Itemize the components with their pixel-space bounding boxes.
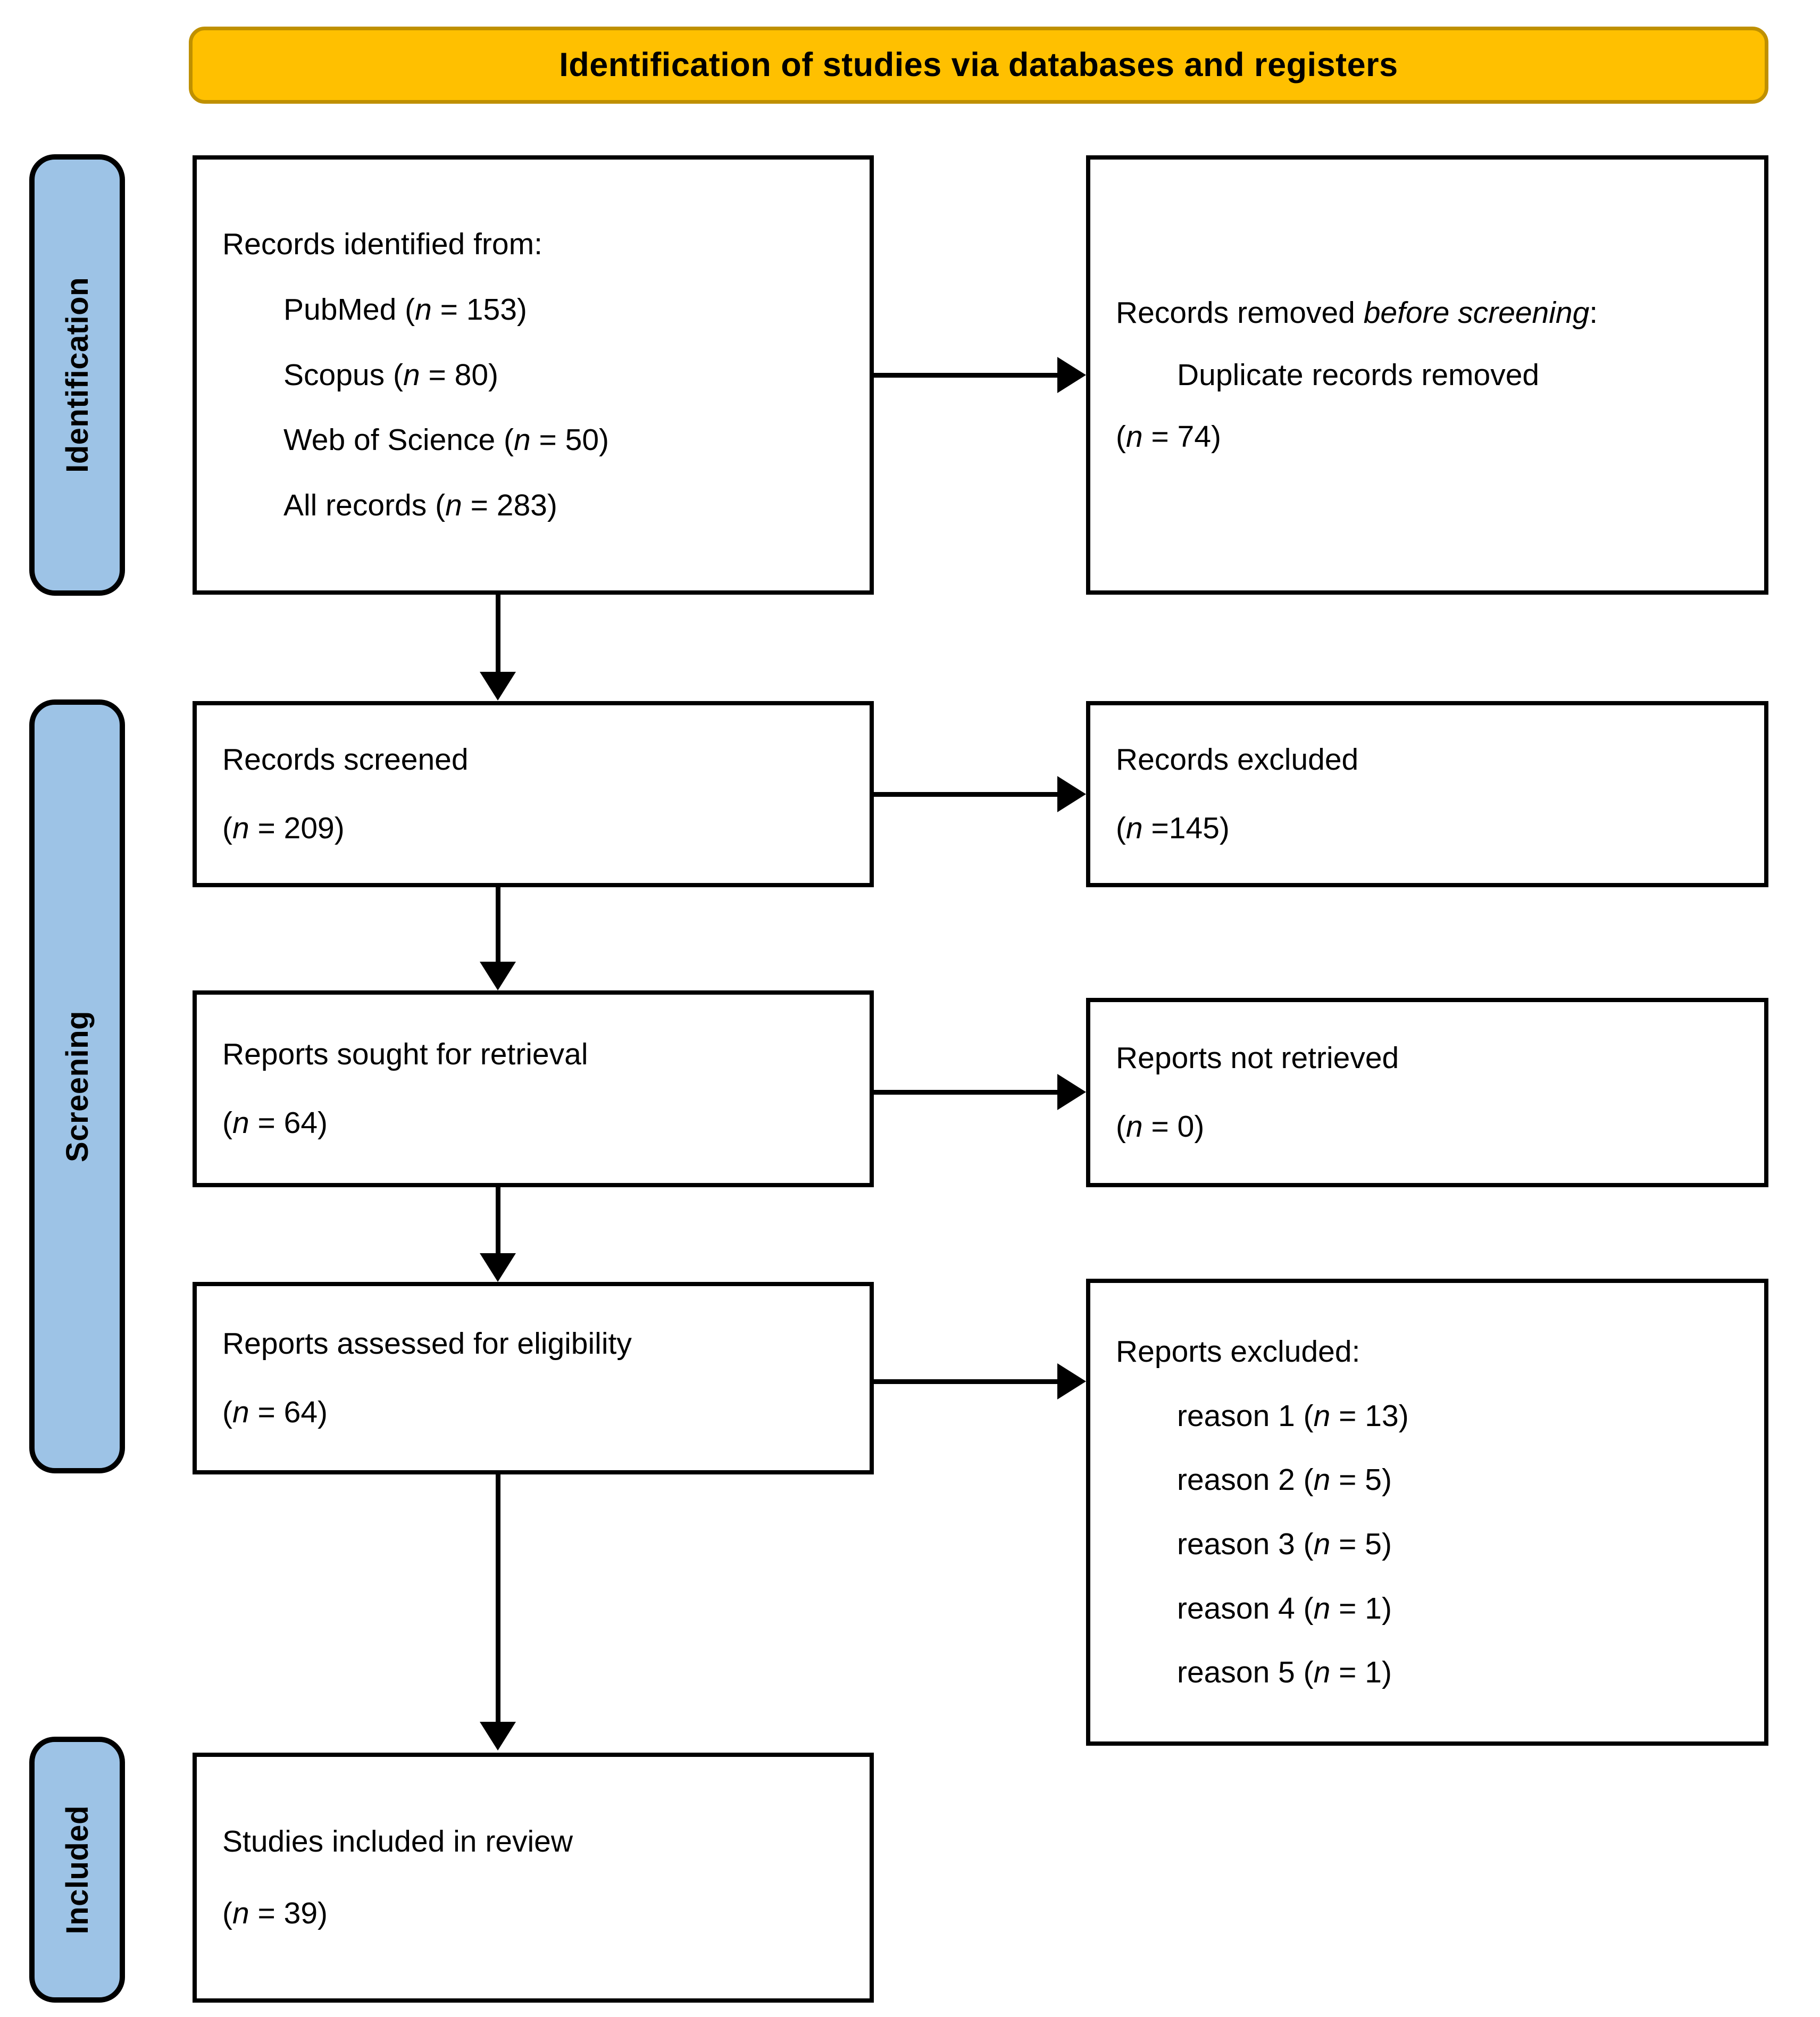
studies-included-count: (n = 39) bbox=[222, 1896, 328, 1930]
connector-identified-to-screened bbox=[496, 595, 500, 672]
stage-label-identification-text: Identification bbox=[60, 277, 95, 473]
n-italic: n bbox=[232, 1395, 249, 1429]
box-reports-excluded-reasons: Reports excluded: reason 1 (n = 13) reas… bbox=[1086, 1279, 1768, 1746]
n-italic: n bbox=[1313, 1398, 1331, 1433]
reports-not-retrieved-title: Reports not retrieved bbox=[1116, 1041, 1399, 1076]
n-italic: n bbox=[1313, 1463, 1331, 1497]
records-identified-source-wos: Web of Science (n = 50) bbox=[222, 417, 844, 463]
n-italic: n bbox=[415, 293, 432, 327]
source-wos-label: Web of Science ( bbox=[283, 423, 514, 457]
reports-excluded-reason-5: reason 5 (n = 1) bbox=[1177, 1655, 1392, 1690]
arrowhead-assessed-to-included bbox=[480, 1722, 516, 1751]
connector-identified-to-removed bbox=[874, 373, 1057, 378]
records-removed-heading-italic: before screening bbox=[1363, 296, 1590, 330]
n-italic: n bbox=[403, 357, 420, 392]
n-italic: n bbox=[232, 1106, 249, 1140]
stage-label-screening: Screening bbox=[29, 699, 125, 1473]
records-screened-title: Records screened bbox=[222, 743, 469, 777]
records-identified-heading: Records identified from: bbox=[222, 227, 542, 262]
reports-excluded-reason-4: reason 4 (n = 1) bbox=[1177, 1591, 1392, 1626]
stage-label-screening-text: Screening bbox=[60, 1011, 95, 1162]
box-reports-assessed-for-eligibility: Reports assessed for eligibility (n = 64… bbox=[193, 1282, 874, 1474]
records-screened-count: (n = 209) bbox=[222, 811, 345, 845]
reports-excluded-title: Reports excluded: bbox=[1116, 1335, 1360, 1369]
reports-excluded-reason-3: reason 3 (n = 5) bbox=[1177, 1527, 1392, 1561]
reports-not-retrieved-count: (n = 0) bbox=[1116, 1110, 1205, 1144]
connector-screened-to-sought bbox=[496, 887, 500, 962]
records-removed-count: (n = 74) bbox=[1116, 420, 1222, 454]
studies-included-title: Studies included in review bbox=[222, 1824, 573, 1859]
box-records-removed-before-screening: Records removed before screening: Duplic… bbox=[1086, 155, 1768, 595]
diagram-header-banner: Identification of studies via databases … bbox=[189, 27, 1768, 104]
n-italic: n bbox=[1313, 1591, 1331, 1626]
n-italic: n bbox=[1313, 1527, 1331, 1561]
source-all-value: = 283) bbox=[462, 488, 557, 522]
box-reports-sought-for-retrieval: Reports sought for retrieval (n = 64) bbox=[193, 990, 874, 1187]
arrowhead-identified-to-removed bbox=[1057, 357, 1086, 393]
n-italic: n bbox=[1313, 1655, 1331, 1690]
diagram-title: Identification of studies via databases … bbox=[559, 46, 1398, 84]
connector-assessed-to-included bbox=[496, 1474, 500, 1722]
stage-label-identification: Identification bbox=[29, 154, 125, 596]
n-italic: n bbox=[232, 811, 249, 845]
records-removed-detail: Duplicate records removed bbox=[1177, 357, 1540, 392]
reports-excluded-reason-1: reason 1 (n = 13) bbox=[1177, 1398, 1409, 1433]
n-italic: n bbox=[232, 1896, 249, 1930]
arrowhead-screened-to-excluded bbox=[1057, 776, 1086, 812]
source-wos-value: = 50) bbox=[530, 423, 610, 457]
n-italic: n bbox=[513, 423, 531, 457]
box-records-screened: Records screened (n = 209) bbox=[193, 701, 874, 887]
source-pubmed-value: = 153) bbox=[431, 293, 527, 327]
arrowhead-screened-to-sought bbox=[480, 962, 516, 990]
connector-sought-to-assessed bbox=[496, 1187, 500, 1253]
stage-label-included-text: Included bbox=[60, 1805, 95, 1935]
connector-sought-to-not-retrieved bbox=[874, 1090, 1057, 1095]
arrowhead-sought-to-assessed bbox=[480, 1253, 516, 1282]
n-italic: n bbox=[1125, 420, 1143, 454]
records-removed-heading-prefix: Records removed bbox=[1116, 296, 1364, 330]
n-italic: n bbox=[445, 488, 462, 522]
records-identified-source-pubmed: PubMed (n = 153) bbox=[222, 287, 844, 333]
box-studies-included-in-review: Studies included in review (n = 39) bbox=[193, 1753, 874, 2003]
records-removed-heading-suffix: : bbox=[1589, 296, 1598, 330]
box-records-excluded: Records excluded (n =145) bbox=[1086, 701, 1768, 887]
records-identified-source-scopus: Scopus (n = 80) bbox=[222, 352, 844, 398]
reports-assessed-count: (n = 64) bbox=[222, 1395, 328, 1429]
reports-sought-title: Reports sought for retrieval bbox=[222, 1037, 588, 1072]
source-scopus-value: = 80) bbox=[420, 357, 498, 392]
stage-label-included: Included bbox=[29, 1737, 125, 2003]
connector-assessed-to-reports-excluded bbox=[874, 1379, 1057, 1384]
box-records-identified: Records identified from: PubMed (n = 153… bbox=[193, 155, 874, 595]
n-italic: n bbox=[1125, 811, 1143, 845]
records-identified-source-all: All records (n = 283) bbox=[222, 482, 844, 529]
reports-assessed-title: Reports assessed for eligibility bbox=[222, 1327, 632, 1361]
records-excluded-count: (n =145) bbox=[1116, 811, 1230, 845]
source-all-label: All records ( bbox=[283, 488, 446, 522]
records-removed-heading: Records removed before screening: bbox=[1116, 290, 1739, 336]
reports-excluded-reason-2: reason 2 (n = 5) bbox=[1177, 1463, 1392, 1497]
source-pubmed-label: PubMed ( bbox=[283, 293, 415, 327]
source-scopus-label: Scopus ( bbox=[283, 357, 403, 392]
box-reports-not-retrieved: Reports not retrieved (n = 0) bbox=[1086, 998, 1768, 1187]
records-excluded-title: Records excluded bbox=[1116, 743, 1359, 777]
arrowhead-sought-to-not-retrieved bbox=[1057, 1074, 1086, 1110]
connector-screened-to-excluded bbox=[874, 792, 1057, 797]
reports-sought-count: (n = 64) bbox=[222, 1106, 328, 1140]
n-italic: n bbox=[1125, 1110, 1143, 1144]
arrowhead-identified-to-screened bbox=[480, 672, 516, 701]
arrowhead-assessed-to-reports-excluded bbox=[1057, 1363, 1086, 1399]
